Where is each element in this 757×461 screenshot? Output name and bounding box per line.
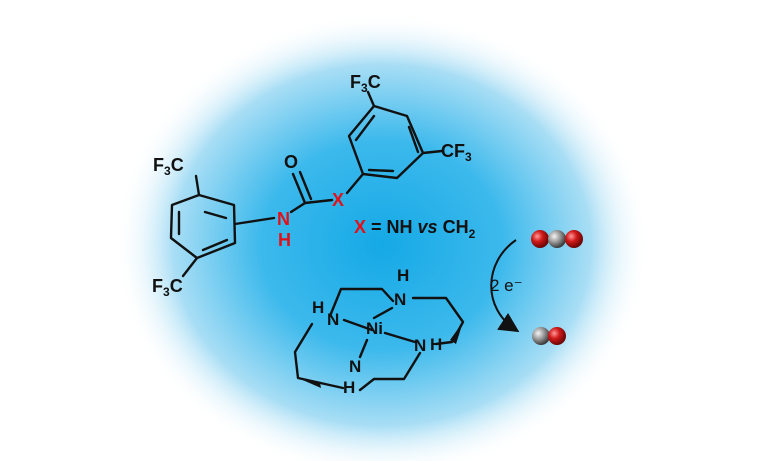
cf3-label-top-left: F3C: [153, 155, 184, 178]
cf3-label-right: CF3: [441, 141, 472, 164]
co2-oxygen-left: [531, 230, 549, 248]
wedge-bond-right: [450, 322, 463, 344]
carbonyl-oxygen-label: O: [284, 152, 298, 172]
cyclam-n-bottom: N: [349, 357, 361, 376]
cyclam-h-right: H: [430, 335, 442, 354]
cf3-label-bottom-left: F3C: [152, 276, 183, 299]
red-x-label: X: [332, 190, 344, 210]
x-definition-caption: X = NH vs CH2: [354, 217, 476, 241]
right-aryl-ring: [347, 104, 425, 180]
cyclam-n-left: N: [327, 310, 339, 329]
co-molecule: [532, 327, 566, 345]
red-n-label: N: [277, 209, 290, 229]
co2-oxygen-right: [565, 230, 583, 248]
cyclam-n-top: N: [394, 290, 406, 309]
red-h-label: H: [278, 230, 291, 250]
blue-glow-background: [114, 13, 650, 461]
wedge-bond-bottom-left: [298, 378, 321, 388]
cf3-label-top-right: F3C: [350, 72, 381, 95]
cyclam-h-top: H: [397, 266, 409, 285]
reaction-arrow: [490, 239, 520, 333]
ni-label: Ni: [366, 319, 383, 338]
cyclam-h-left: H: [312, 298, 324, 317]
co2-molecule: [531, 230, 583, 248]
cyclam-h-bottom: H: [343, 378, 355, 397]
electron-count-label: 2 e⁻: [490, 276, 523, 295]
cyclam-n-right: N: [414, 336, 426, 355]
co-oxygen: [548, 327, 566, 345]
co2-carbon: [548, 230, 566, 248]
co-carbon: [532, 327, 550, 345]
urea-ligand: [169, 90, 444, 278]
